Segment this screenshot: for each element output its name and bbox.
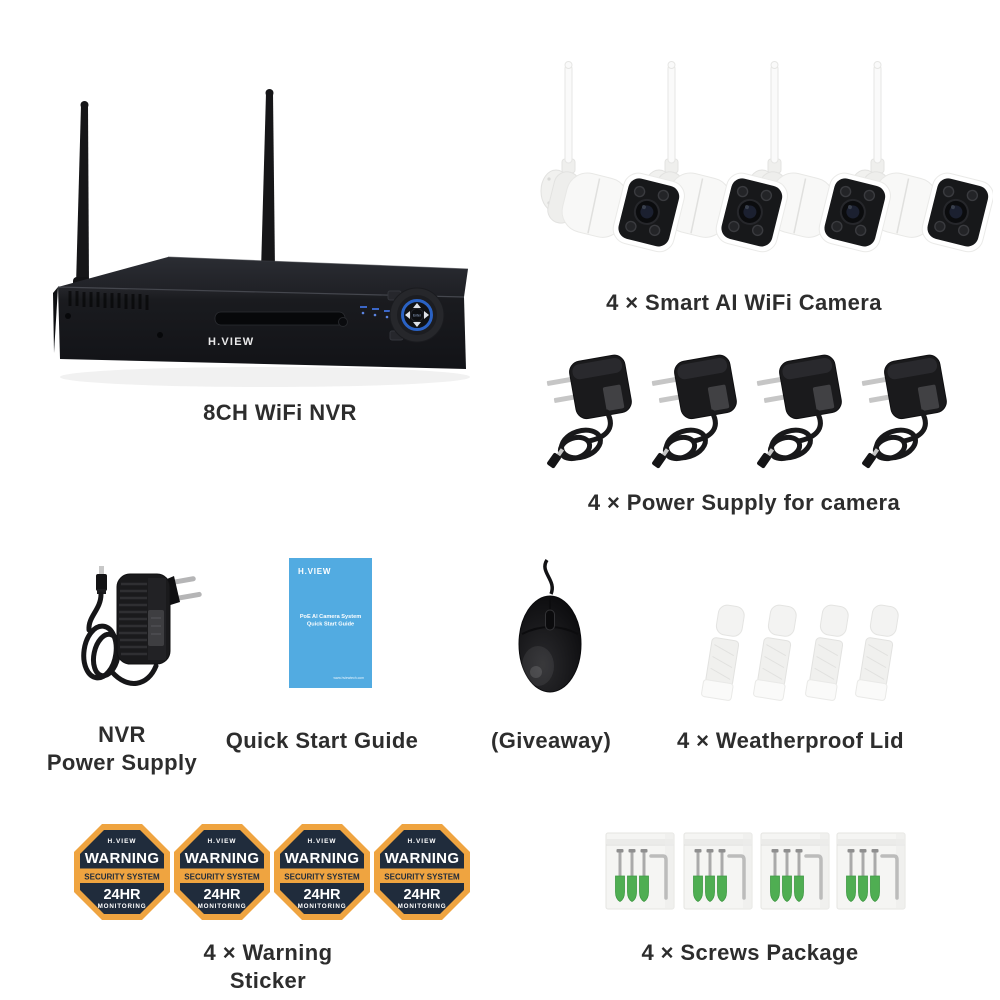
dc-connector-icon — [96, 566, 107, 594]
nvr-antenna-icon — [73, 101, 90, 291]
guide-title-line1: PoE AI Camera System — [300, 614, 361, 620]
nvr-led-indicators — [360, 306, 391, 319]
screws-packages-image — [605, 832, 907, 911]
nvr-psu-label-line1: NVR — [98, 722, 146, 747]
lid-2 — [752, 602, 798, 702]
nvr-image: H.VIEW Enter — [53, 89, 470, 387]
pad-left-arrow-icon — [405, 311, 410, 319]
guide-label: Quick Start Guide — [225, 728, 419, 753]
mouse-image — [518, 559, 582, 693]
camera-psu-3 — [754, 353, 843, 468]
stickers-label: 4 × Warning Sticker — [203, 940, 333, 993]
guide-title-line2: Quick Start Guide — [307, 622, 354, 628]
warning-sticker-3 — [274, 824, 370, 920]
nvr-power-supply-image — [81, 566, 202, 686]
nvr-vent-slots — [68, 291, 149, 310]
screws-package-4 — [835, 832, 907, 911]
pad-right-arrow-icon — [424, 311, 429, 319]
mouse-scroll-wheel — [545, 609, 555, 631]
camera-psu-1 — [545, 353, 633, 468]
camera-psu-label: 4 × Power Supply for camera — [587, 490, 901, 515]
nvr-psu-label: NVR Power Supply — [22, 721, 222, 777]
guide-url-text: www.hviewtech.com — [333, 676, 364, 680]
nvr-top-face — [58, 257, 468, 297]
camera-1 — [540, 60, 689, 256]
screws-package-3 — [759, 832, 831, 911]
nvr-antenna-icon — [258, 89, 275, 276]
adapter-body — [116, 573, 171, 665]
mouse-cable — [543, 559, 554, 595]
cameras-label: 4 × Smart AI WiFi Camera — [606, 290, 882, 315]
nvr-label: 8CH WiFi NVR — [203, 400, 357, 425]
camera-psu-2 — [649, 353, 738, 468]
nvr-psu-label-line2: Power Supply — [46, 750, 198, 775]
warning-sticker-1 — [74, 824, 170, 920]
lids-label: 4 × Weatherproof Lid — [676, 728, 904, 753]
lid-3 — [804, 602, 850, 702]
weatherproof-lids-image — [700, 602, 900, 702]
lid-1 — [700, 602, 746, 702]
guide-logo-text: H.VIEW — [298, 567, 331, 576]
screws-package-2 — [682, 832, 754, 911]
pad-up-arrow-icon — [413, 303, 421, 308]
nvr-logo-text: H.VIEW — [208, 336, 254, 348]
nvr-control-pad: Enter — [389, 287, 445, 343]
pad-down-arrow-icon — [413, 322, 421, 327]
warning-sticker-2 — [174, 824, 270, 920]
nvr-disc-slot — [214, 311, 346, 326]
lid-4 — [854, 602, 900, 702]
quick-start-guide-image: H.VIEW PoE AI Camera System Quick Start … — [289, 558, 372, 688]
warning-sticker-4 — [374, 824, 470, 920]
nvr-ir-sensor — [338, 317, 348, 327]
warning-stickers-image — [74, 824, 470, 920]
cameras-image — [540, 60, 993, 256]
camera-psu-4 — [859, 353, 948, 468]
mouse-label: (Giveaway) — [491, 728, 612, 753]
pad-enter-text: Enter — [413, 314, 422, 318]
screws-package-1 — [605, 832, 676, 911]
camera-power-supplies-image — [545, 348, 965, 473]
screws-label: 4 × Screws Package — [641, 940, 859, 965]
